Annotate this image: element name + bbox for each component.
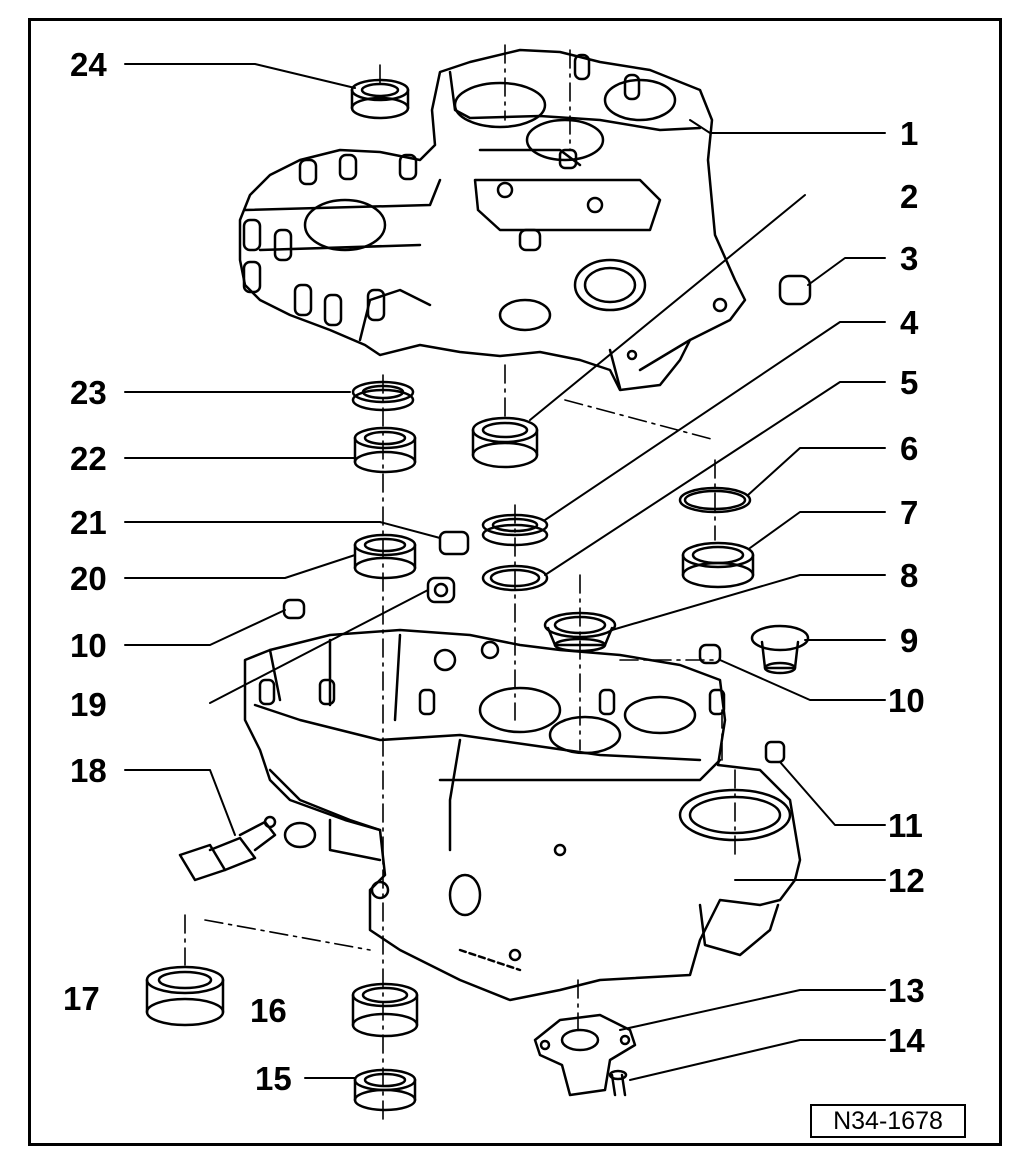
callout-4: 4 (900, 304, 919, 341)
seals-and-bearings (145, 78, 812, 1112)
callout-17: 17 (63, 980, 100, 1017)
callout-10-right: 10 (888, 682, 925, 719)
callout-2: 2 (900, 178, 919, 215)
callout-7: 7 (900, 494, 919, 531)
callout-21: 21 (70, 504, 107, 541)
callout-11: 11 (888, 807, 923, 844)
upper-housing-part (238, 48, 747, 392)
callout-19: 19 (70, 686, 107, 723)
callout-22: 22 (70, 440, 107, 477)
callout-24: 24 (70, 46, 107, 83)
callout-20: 20 (70, 560, 107, 597)
callout-3: 3 (900, 240, 919, 277)
callout-14: 14 (888, 1022, 925, 1059)
callout-16: 16 (250, 992, 287, 1029)
figure-reference-code: N34-1678 (810, 1104, 966, 1138)
callout-13: 13 (888, 972, 925, 1009)
callout-8: 8 (900, 557, 919, 594)
axis-centerlines (184, 44, 736, 1126)
callout-1: 1 (900, 115, 919, 152)
leader-lines (124, 63, 886, 1081)
lower-housing-part (243, 628, 802, 1002)
callout-5: 5 (900, 364, 919, 401)
callout-15: 15 (255, 1060, 292, 1097)
callout-23: 23 (70, 374, 107, 411)
callout-12: 12 (888, 862, 925, 899)
callout-9: 9 (900, 622, 919, 659)
callout-18: 18 (70, 752, 107, 789)
callout-6: 6 (900, 430, 919, 467)
callout-10-left: 10 (70, 627, 107, 664)
